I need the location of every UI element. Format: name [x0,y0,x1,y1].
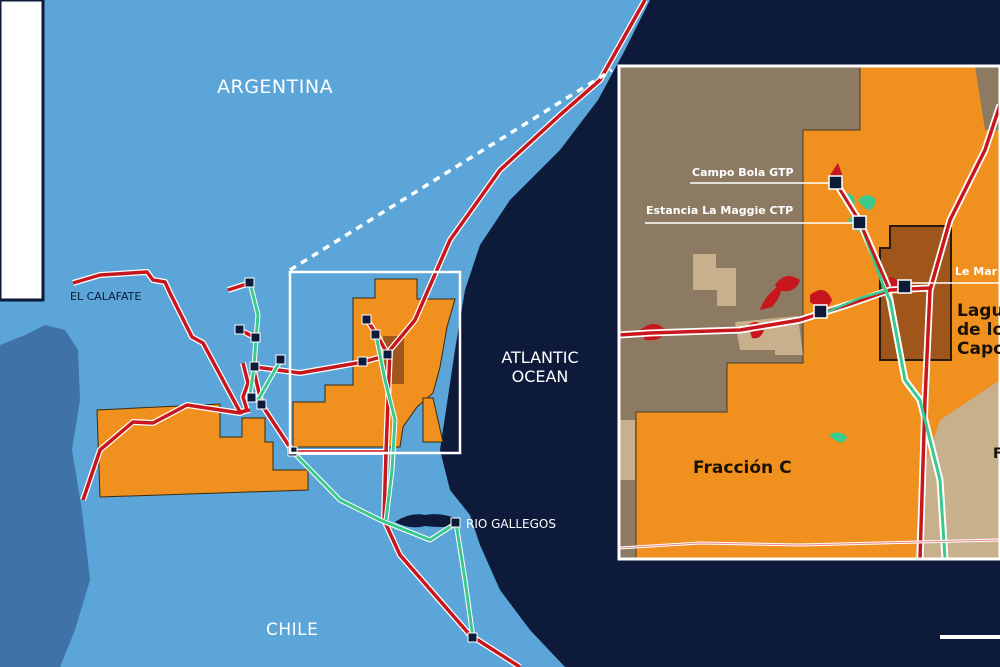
block-label-laguna-line3: Capo [957,339,1000,359]
block-label-f-partial: F [993,446,1000,462]
city-label-el-calafate: EL CALAFATE [70,290,142,303]
facility-label-estancia: Estancia La Maggie CTP [646,204,794,217]
inset-area-box [288,270,462,455]
city-label-rio-gallegos: RIO GALLEGOS [466,517,556,531]
facility-markers [234,277,478,643]
ocean-label-line2: OCEAN [511,367,569,386]
inset-frame [617,64,1000,561]
inset-leader-line [289,68,613,272]
block-label-fraccion-c: Fracción C [693,458,792,478]
concession-block-west [96,403,309,498]
country-label-chile: CHILE [266,620,319,640]
legend-box [0,0,45,302]
rio-gallegos-estuary [395,514,458,528]
block-label-laguna: Lagu de lo Capo [957,302,1000,359]
inset-map [617,64,1000,561]
facility-label-le-mar: Le Mar [955,265,998,278]
argentina-land [0,0,650,667]
ocean-label-line1: ATLANTIC [501,348,579,367]
block-label-laguna-line1: Lagu [957,301,1000,321]
facility-label-campo-bola: Campo Bola GTP [692,166,794,179]
ocean-label: ATLANTIC OCEAN [495,348,585,386]
other-concessions [619,66,861,559]
concession-block-small [422,397,444,443]
chile-land [0,325,90,667]
country-label-argentina: ARGENTINA [217,76,334,98]
block-label-laguna-line2: de lo [957,320,1000,340]
